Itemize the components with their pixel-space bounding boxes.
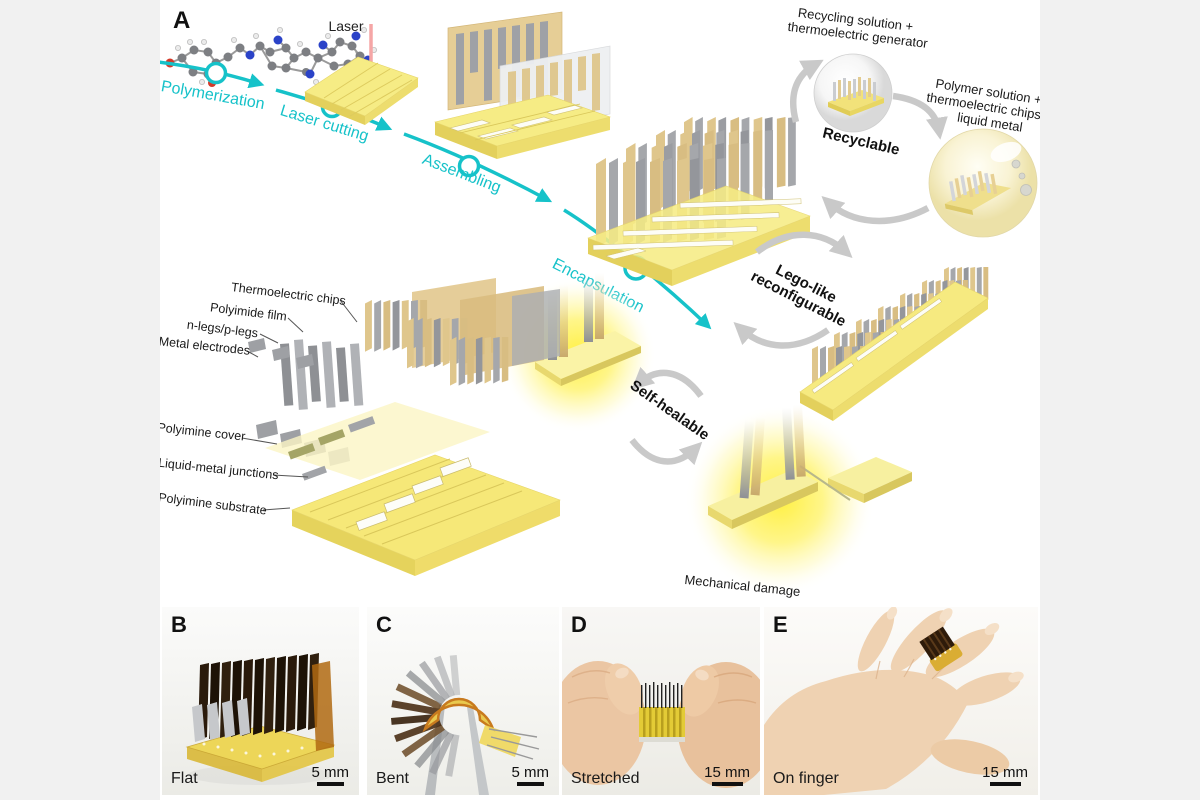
photo-bent-image: [367, 607, 559, 795]
lego-reconfigurable-label: Lego-like reconfigurable: [748, 261, 849, 330]
sphere2-mini-device: [944, 170, 1012, 215]
recycling-solution-label: Recycling solution + thermoelectric gene…: [787, 5, 929, 51]
photo-flat-image: [162, 607, 359, 795]
left-hand: [562, 661, 646, 785]
panel-d-letter: D: [571, 612, 587, 637]
label-polyimine-cover: Polyimine cover: [160, 420, 246, 443]
photo-panel-stretched: D Stretched 15 mm: [562, 607, 760, 795]
photo-panel-on-finger: E On finger 15 mm: [764, 607, 1038, 795]
panel-a-diagram: A: [160, 5, 1040, 599]
molecule-atoms: [165, 26, 377, 87]
photo-panel-flat: B Flat 5 mm: [162, 607, 359, 795]
exploded-chip-stack: [365, 278, 560, 386]
panel-a-letter: A: [173, 7, 190, 34]
chip-faces: [192, 698, 250, 742]
self-healable-label: Self-healable: [627, 377, 713, 444]
panel-b-letter: B: [171, 612, 187, 637]
exploded-cover-junctions: [288, 416, 376, 481]
reconfigured-strip-device: [799, 267, 989, 421]
panel-e-caption: On finger: [773, 770, 839, 787]
panel-d-scalebar: 15 mm: [704, 764, 750, 786]
photo-stretched-image: [562, 607, 760, 795]
panel-c-scale-text: 5 mm: [511, 764, 550, 781]
label-polyimine-substrate: Polyimine substrate: [160, 490, 268, 517]
panel-d-scale-bar: [711, 782, 743, 786]
junction-wires: [486, 728, 540, 760]
ring-device: [919, 626, 963, 672]
label-thermoelectric-chips: Thermoelectric chips: [230, 280, 346, 308]
photo-panel-bent: C Bent 5 mm: [367, 607, 559, 795]
right-hand: [677, 662, 760, 788]
laser-cutting-illustration: Laser: [304, 18, 419, 125]
stretched-device: [639, 682, 685, 742]
assembling-illustration: [433, 11, 612, 159]
process-node-assembling: [457, 154, 481, 178]
exploded-leader-lines: [241, 299, 358, 511]
panel-c-scale-bar: [516, 782, 544, 786]
molecule-illustration: [165, 26, 377, 87]
fin-fan: [390, 654, 461, 777]
panel-d-caption: Stretched: [571, 770, 640, 787]
panel-e-letter: E: [773, 612, 788, 637]
panel-b-caption: Flat: [171, 770, 198, 787]
figure-canvas: A: [160, 0, 1040, 800]
label-polyimide-film: Polyimide film: [209, 300, 287, 323]
panel-e-scalebar: 15 mm: [982, 764, 1028, 786]
panel-d-scale-text: 15 mm: [704, 764, 750, 781]
label-n-legs-p-legs: n-legs/p-legs: [186, 318, 259, 341]
panel-b-scale-bar: [316, 782, 344, 786]
lego-reconfigurable: Lego-like reconfigurable: [733, 231, 989, 421]
exploded-view: Thermoelectric chips Polyimide film n-le…: [160, 278, 561, 576]
panel-c-letter: C: [376, 612, 392, 637]
amber-film: [312, 661, 334, 751]
substrate-slots: [355, 457, 472, 531]
exploded-polyimine-substrate: [291, 454, 561, 576]
exploded-polyimine-cover: [265, 402, 490, 480]
panel-e-scale-bar: [989, 782, 1021, 786]
encapsulated-device: [587, 117, 811, 286]
recycle-arrows: [789, 59, 948, 225]
laser-label: Laser: [328, 18, 363, 34]
panel-b-scalebar: 5 mm: [311, 764, 350, 786]
label-liquid-metal-junctions: Liquid-metal junctions: [160, 456, 279, 483]
panel-b-scale-text: 5 mm: [311, 764, 350, 781]
photo-on-finger-image: [764, 607, 1038, 795]
panel-c-caption: Bent: [376, 770, 409, 787]
recyclable-cycle: Recycling solution + thermoelectric gene…: [787, 5, 1040, 238]
pin-fins: [641, 682, 683, 708]
damaged-device-closeup: [708, 404, 912, 529]
bent-substrate-arc: [422, 697, 496, 733]
process-node-polymerization: [204, 61, 228, 85]
panel-e-scale-text: 15 mm: [982, 764, 1028, 781]
exploded-np-legs: [280, 339, 364, 410]
liquid-metal-droplets: [1011, 159, 1032, 196]
panel-c-scalebar: 5 mm: [511, 764, 550, 786]
sphere1-mini-device: [828, 77, 884, 116]
